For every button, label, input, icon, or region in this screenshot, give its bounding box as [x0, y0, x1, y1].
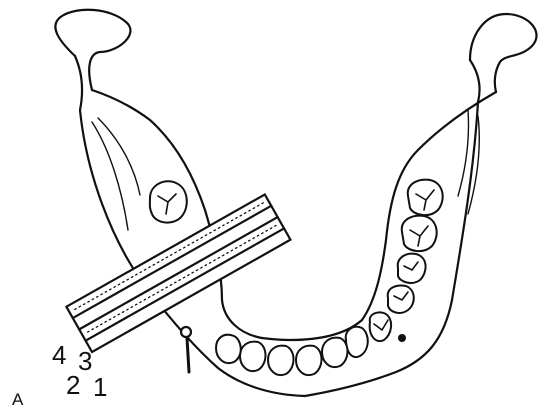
panel-label: A [12, 390, 24, 409]
right-ramus-inner [262, 92, 496, 340]
right-ramus-ridge [458, 110, 469, 196]
right-condyle [470, 14, 537, 92]
anterior-tooth-5 [216, 335, 241, 363]
right-ramus-ridge-2 [468, 116, 479, 214]
right-incisor [346, 327, 368, 357]
right-premolar-1 [398, 254, 426, 283]
marker-dot [398, 334, 406, 342]
mandible-outline [55, 10, 536, 396]
left-ramus-ridge [92, 122, 128, 230]
right-premolar-2 [388, 286, 414, 313]
anterior-tooth-1 [322, 338, 348, 367]
left-molar [150, 181, 187, 222]
anterior-tooth-4 [240, 342, 266, 371]
layer-number-1: 1 [93, 372, 107, 402]
fixation-pin [181, 327, 191, 372]
layer-number-4: 4 [52, 340, 66, 370]
anterior-tooth-2 [296, 346, 322, 375]
right-molar-1 [408, 180, 443, 215]
right-molar-2 [402, 216, 437, 251]
anterior-tooth-3 [268, 346, 294, 375]
left-condyle [55, 10, 130, 90]
right-canine [370, 312, 391, 341]
plate-divider-2 [79, 217, 277, 329]
layer-number-2: 2 [66, 370, 80, 400]
